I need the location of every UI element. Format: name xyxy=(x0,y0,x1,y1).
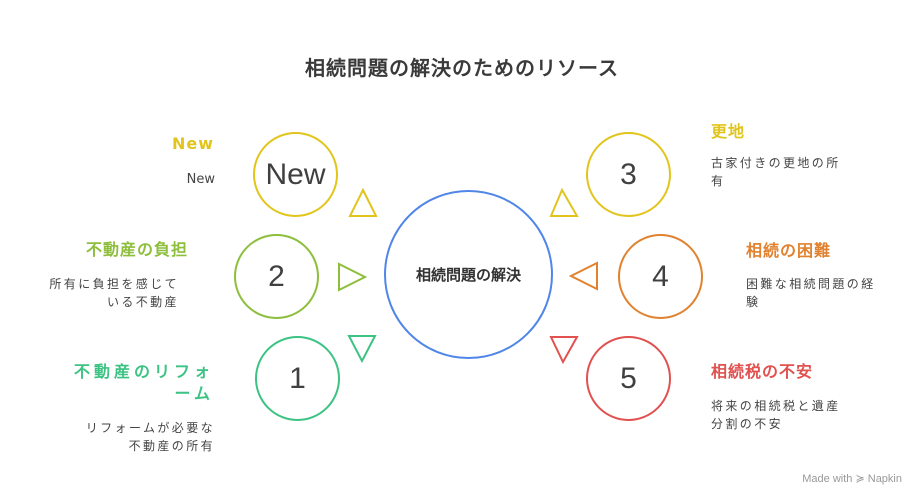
item-number: 2 xyxy=(268,259,285,293)
item-circle-3: 3 xyxy=(586,132,671,217)
triangle-up-icon xyxy=(549,187,579,217)
item-number: New xyxy=(265,157,326,191)
item-description-2: 所有に負担を感じて いる不動産 xyxy=(49,277,179,309)
item-circle-1: 1 xyxy=(255,336,340,421)
item-circle-2: 2 xyxy=(234,234,319,319)
triangle-down-icon xyxy=(549,336,579,365)
item-circle-new: New xyxy=(253,132,338,217)
diagram-title: 相続問題の解決のためのリソース xyxy=(305,56,619,80)
triangle-up-icon xyxy=(348,187,378,217)
center-label: 相続問題の解決 xyxy=(415,266,521,284)
item-number: 1 xyxy=(289,361,306,395)
made-with-label: Made with xyxy=(802,473,853,485)
napkin-logo-icon: ≽ xyxy=(855,473,865,485)
triangle-right-icon xyxy=(338,262,368,292)
item-description-4: 困難な相続問題の経 験 xyxy=(746,277,876,309)
center-circle: 相続問題の解決 xyxy=(384,190,553,359)
item-circle-4: 4 xyxy=(618,234,703,319)
brand-label: Napkin xyxy=(867,473,902,485)
item-heading-2: 不動産の負担 xyxy=(85,240,188,259)
item-circle-5: 5 xyxy=(586,336,671,421)
item-number: 5 xyxy=(620,361,637,395)
item-description-new: New xyxy=(186,172,215,187)
item-description-5: 将来の相続税と遺産 分割の不安 xyxy=(711,399,841,431)
item-heading-1: 不動産のリフォ ーム xyxy=(73,362,214,403)
napkin-watermark: Made with ≽ Napkin xyxy=(802,472,902,485)
item-heading-3: 更地 xyxy=(711,122,746,141)
item-description-3: 古家付きの更地の所 有 xyxy=(711,156,841,188)
item-heading-5: 相続税の不安 xyxy=(711,362,814,381)
item-number: 4 xyxy=(652,259,669,293)
triangle-down-icon xyxy=(347,335,377,364)
item-description-1: リフォームが必要な 不動産の所有 xyxy=(85,421,215,453)
item-heading-new: New xyxy=(171,134,214,153)
item-heading-4: 相続の困難 xyxy=(746,241,832,260)
item-number: 3 xyxy=(620,157,637,191)
triangle-left-icon xyxy=(568,261,598,291)
